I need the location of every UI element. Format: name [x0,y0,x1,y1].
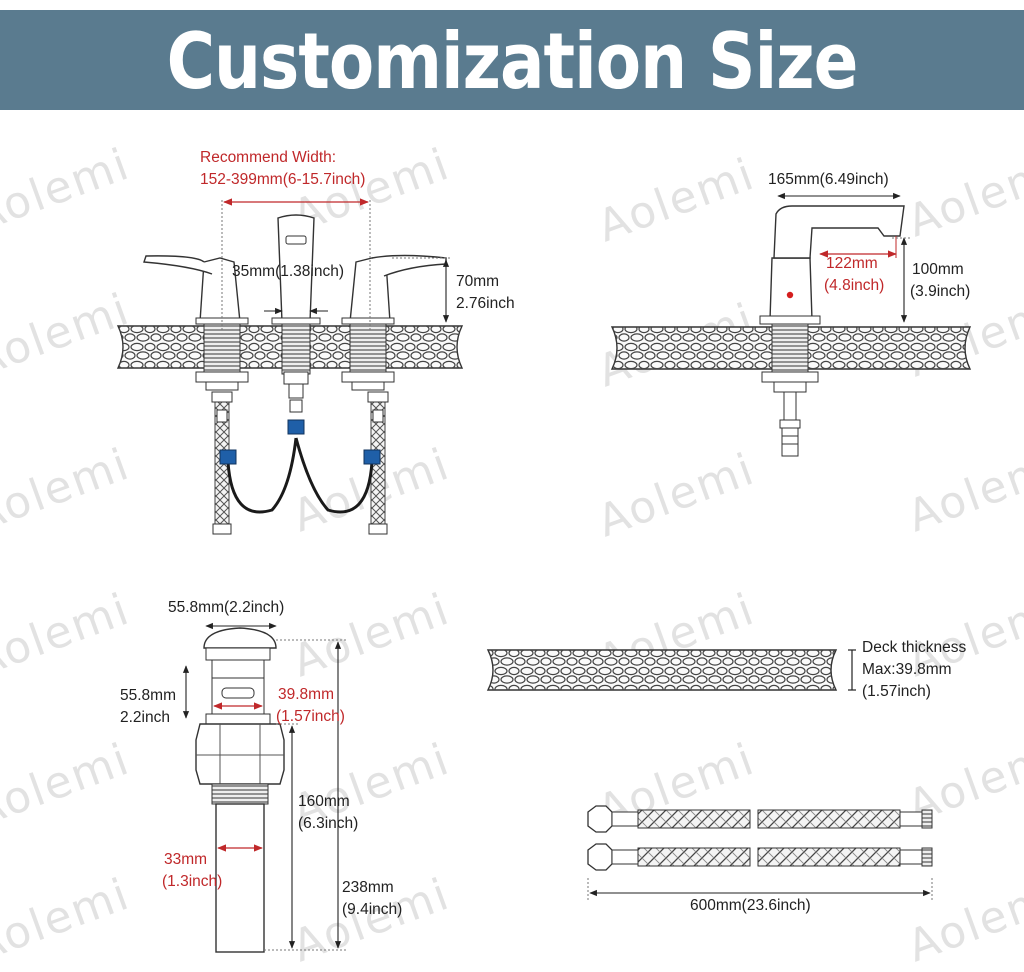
drain-mid-mm: 160mm [298,793,350,810]
drain-total-mm: 238mm [342,879,394,896]
drain-body-inch: (1.57inch) [276,708,345,725]
deck-thickness-inch: (1.57inch) [862,683,931,700]
drain-body-mm: 39.8mm [278,686,334,703]
header-banner: Customization Size [0,10,1024,110]
drain-mid-inch: (6.3inch) [298,815,359,832]
drain-assembly [182,622,346,953]
deck-thickness-slab [486,649,856,691]
side-height-mm: 100mm [912,261,964,278]
recommend-width-label: Recommend Width: [200,149,337,166]
drain-pipe-inch: (1.3inch) [162,873,223,890]
page-title: Customization Size [166,16,859,107]
recommend-width-value: 152-399mm(6-15.7inch) [200,171,366,188]
drain-pipe-mm: 33mm [164,851,208,868]
supply-hoses [587,805,933,902]
drain-cap-height-mm: 55.8mm [120,687,176,704]
faucet-height-mm: 70mm [456,273,500,290]
faucet-front-view [116,198,464,535]
drain-total-inch: (9.4inch) [342,901,403,918]
side-height-inch: (3.9inch) [910,283,971,300]
deck-thickness-label: Deck thickness [862,639,967,656]
hose-length-label: 600mm(23.6inch) [690,897,811,914]
faucet-height-inch: 2.76inch [456,295,515,312]
spout-reach-mm: 122mm [826,255,878,272]
drain-cap-width: 55.8mm(2.2inch) [168,599,285,616]
spout-width-label: 35mm(1.38inch) [232,263,344,280]
faucet-side-view [610,192,972,457]
drain-cap-height-inch: 2.2inch [120,709,170,726]
faucet-length-label: 165mm(6.49inch) [768,171,889,188]
deck-thickness-max: Max:39.8mm [862,661,952,678]
spout-reach-inch: (4.8inch) [824,277,885,294]
